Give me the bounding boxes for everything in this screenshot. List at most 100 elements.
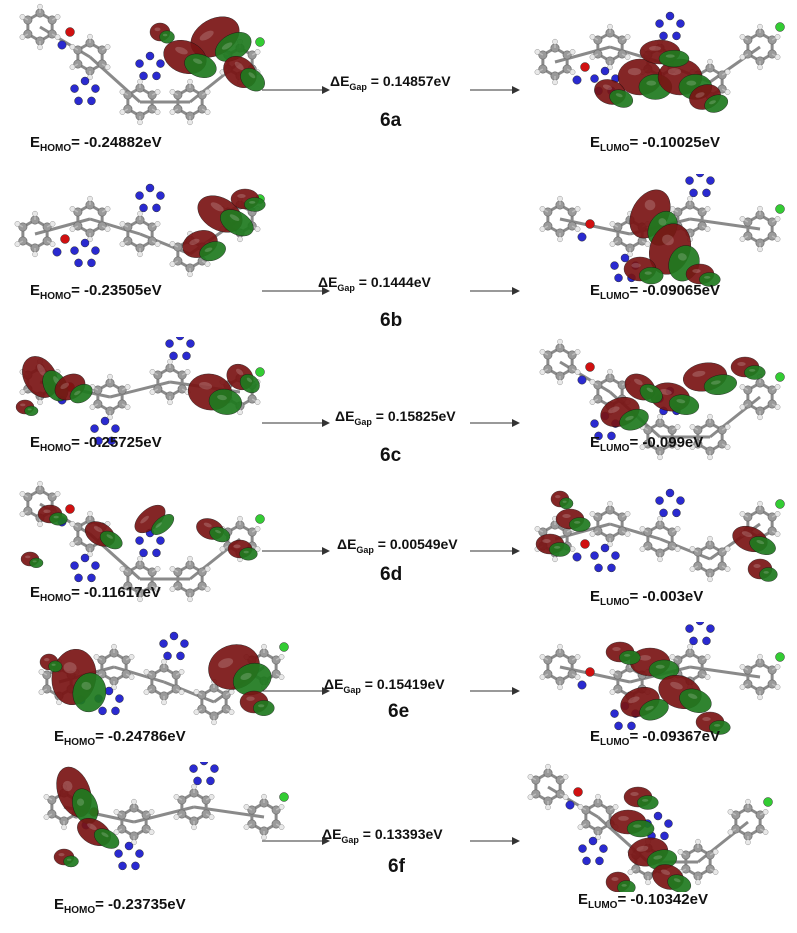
gap-value: = 0.13393eV	[358, 826, 443, 842]
hydrogen-atom	[527, 794, 534, 801]
lobe-highlight	[217, 394, 227, 401]
hydrogen-atom	[278, 804, 285, 810]
chlorine-atom	[775, 22, 785, 32]
carbon-atom	[567, 350, 577, 360]
carbon-atom	[743, 385, 753, 395]
homo-energy-6f: EHOMO= -0.23735eV	[54, 896, 186, 916]
hydrogen-atom	[739, 684, 746, 691]
nitrogen-atom	[70, 561, 79, 570]
lobe-highlight	[631, 263, 641, 268]
orbital-lobe-green	[744, 365, 766, 380]
lobe-highlight	[709, 100, 716, 105]
energy-value: = -0.10025eV	[629, 134, 720, 151]
hydrogen-atom	[695, 879, 701, 886]
hydrogen-atom	[627, 251, 633, 258]
nitrogen-atom	[114, 849, 123, 858]
hydrogen-atom	[607, 368, 613, 375]
hydrogen-atom	[128, 654, 135, 660]
orbital-lobe-green	[619, 650, 641, 665]
carbon-atom	[743, 512, 753, 522]
hydrogen-atom	[148, 809, 155, 815]
lobe-highlight	[555, 495, 561, 499]
nitrogen-atom	[611, 551, 620, 560]
lumo-energy-6c: ELUMO= -0.099eV	[590, 434, 703, 454]
carbon-atom	[631, 864, 641, 874]
hydrogen-atom	[595, 793, 601, 800]
hydrogen-atom	[595, 834, 601, 841]
homo-energy-6c: EHOMO= -0.25725eV	[30, 434, 162, 454]
hydrogen-atom	[562, 794, 569, 801]
lobe-highlight	[673, 878, 681, 883]
orbital-lobe-green	[569, 517, 591, 532]
hydrogen-atom	[154, 109, 161, 116]
hydrogen-atom	[724, 424, 731, 430]
lobe-highlight	[618, 816, 629, 821]
carbon-atom	[562, 50, 572, 60]
energy-subscript: LUMO	[600, 443, 630, 454]
carbon-atom	[613, 236, 623, 246]
nitrogen-atom	[655, 19, 664, 28]
chlorine-atom	[775, 204, 785, 214]
hydrogen-atom	[87, 74, 93, 81]
carbon-atom	[681, 864, 691, 874]
hydrogen-atom	[178, 689, 185, 696]
energy-subscript: HOMO	[40, 143, 72, 154]
lobe-highlight	[562, 500, 567, 503]
nitrogen-atom	[156, 59, 165, 68]
hydrogen-atom	[69, 541, 76, 548]
carbon-atom	[643, 541, 653, 551]
hydrogen-atom	[574, 369, 581, 376]
lobe-highlight	[43, 509, 51, 514]
orbital-lobe-green	[704, 94, 729, 113]
nitrogen-atom	[124, 841, 134, 851]
carbon-atom	[693, 425, 703, 435]
hydrogen-atom	[534, 49, 541, 55]
carbon-atom	[743, 49, 753, 59]
hydrogen-atom	[124, 384, 131, 390]
orbital-lobe-green	[639, 698, 669, 721]
transition-arrow	[470, 287, 520, 295]
hydrogen-atom	[261, 793, 267, 800]
hydrogen-atom	[56, 699, 62, 706]
lobe-highlight	[653, 855, 663, 860]
hydrogen-atom	[208, 814, 215, 821]
lumo-orbital-6e	[539, 622, 785, 735]
transition-arrow	[262, 837, 330, 845]
lobe-highlight	[140, 515, 149, 524]
arrow-head	[322, 287, 330, 295]
carbon-atom	[23, 29, 33, 39]
nitrogen-atom	[577, 232, 587, 242]
transition-arrow	[470, 687, 520, 695]
hydrogen-atom	[169, 261, 176, 268]
orbital-lobe-green	[637, 795, 659, 810]
energy-symbol: E	[54, 896, 65, 913]
hydrogen-atom	[589, 34, 596, 40]
lobe-highlight	[646, 80, 657, 86]
hydrogen-atom	[261, 643, 267, 650]
bond	[113, 665, 165, 684]
hydrogen-atom	[577, 804, 584, 810]
hydrogen-atom	[607, 64, 613, 71]
arrow-head	[512, 287, 520, 295]
hydrogen-atom	[704, 674, 711, 681]
orbital-lobe-green	[72, 672, 107, 713]
lobe-highlight	[249, 201, 256, 204]
nitrogen-atom	[594, 431, 603, 441]
hydrogen-atom	[539, 226, 546, 233]
hydrogen-atom	[278, 674, 285, 681]
arrow-head	[512, 837, 520, 845]
hydrogen-atom	[757, 414, 763, 421]
nitrogen-atom	[111, 424, 120, 433]
hydrogen-atom	[261, 834, 267, 841]
lobe-highlight	[81, 681, 92, 690]
lobe-highlight	[628, 696, 640, 704]
energy-gap-6b: ΔEGap = 0.1444eV	[318, 274, 431, 293]
lobe-highlight	[20, 403, 26, 407]
lumo-energy-6f: ELUMO= -0.10342eV	[578, 891, 708, 911]
hydrogen-atom	[539, 674, 546, 681]
lobe-highlight	[665, 54, 675, 58]
lobe-highlight	[51, 663, 56, 666]
lobe-highlight	[229, 214, 240, 221]
hydrogen-atom	[557, 379, 563, 386]
orbital-lobe-green	[63, 855, 79, 868]
